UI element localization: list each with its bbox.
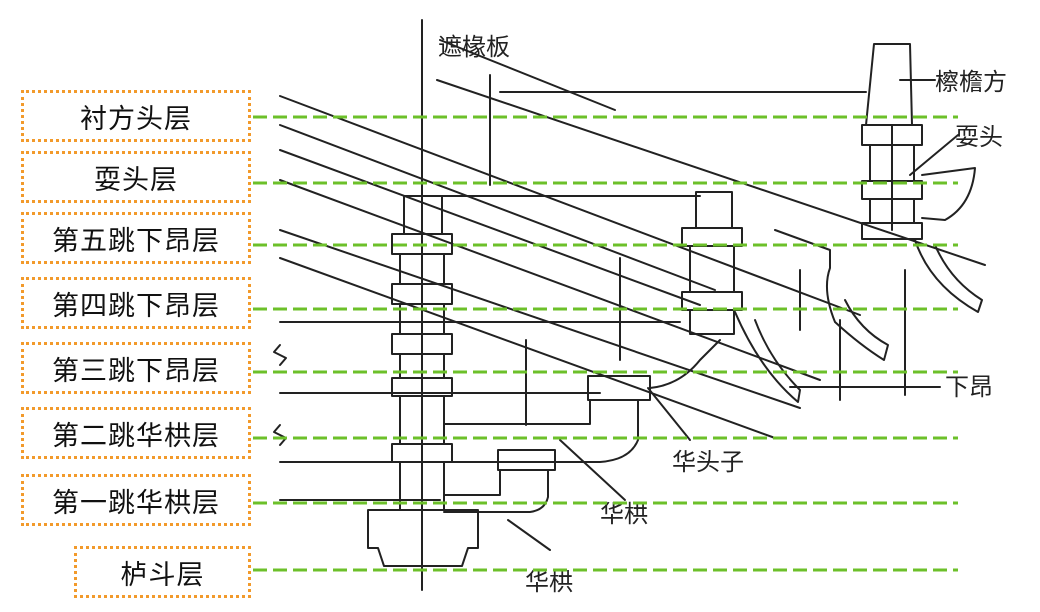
ang-tip-2	[774, 229, 889, 361]
rafter-line-7	[279, 257, 776, 439]
layer-label: 第一跳华栱层	[52, 487, 220, 519]
ludou-shape	[367, 509, 479, 567]
huatouzi-curve	[649, 339, 721, 389]
small-dou-2	[587, 375, 651, 401]
rafter-line-6	[279, 229, 801, 409]
label-huagong-lower: 华栱	[525, 568, 573, 596]
ang-tip-1	[734, 311, 801, 403]
layer-box-chenfangtou: 衬方头层	[21, 90, 251, 142]
label-xiaang: 下昂	[945, 373, 993, 401]
rafter-line-2	[279, 95, 861, 316]
label-huatouzi: 华头子	[672, 448, 744, 476]
huagong-arm-1	[443, 469, 549, 513]
rafter-line-4	[279, 149, 701, 306]
layer-box-ludou: 栌斗层	[74, 546, 251, 598]
layer-box-first-huagong: 第一跳华栱层	[21, 474, 251, 526]
layer-label: 栌斗层	[120, 559, 205, 591]
rafter-line-3	[279, 124, 716, 291]
huagong-arm-2	[443, 399, 639, 463]
mid-block-1	[681, 227, 743, 247]
layer-label: 第五跳下昂层	[52, 225, 220, 257]
outer-ang-tip	[914, 239, 983, 313]
layer-label: 第三跳下昂层	[52, 355, 220, 387]
rafter-line-1	[436, 79, 986, 266]
break-mark-1	[273, 344, 287, 366]
leader-huagong-upper	[559, 439, 626, 501]
small-dou-1	[497, 449, 556, 471]
layer-box-fourth-ang: 第四跳下昂层	[21, 277, 251, 329]
shuatou-shape	[921, 167, 976, 221]
rafter-line-5	[279, 179, 821, 381]
leader-shuatou	[909, 134, 959, 176]
layer-label: 第四跳下昂层	[52, 290, 220, 322]
layer-label: 第二跳华栱层	[52, 420, 220, 452]
rafter-line-8	[439, 39, 616, 111]
label-shuatou: 耍头	[955, 123, 1003, 151]
layer-box-shuatou: 耍头层	[21, 151, 251, 203]
layer-box-fifth-ang: 第五跳下昂层	[21, 212, 251, 264]
break-mark-2	[273, 424, 287, 446]
mid-block-4	[689, 309, 735, 335]
liaoyanfang-block	[865, 43, 913, 126]
layer-box-second-huagong: 第二跳华栱层	[21, 407, 251, 459]
leader-huatouzi	[647, 387, 691, 441]
label-zheyuanban: 遮椽板	[438, 33, 510, 61]
leader-huagong-lower	[507, 519, 551, 551]
label-liaoyanfang: 檫檐方	[935, 68, 1007, 96]
layer-label: 耍头层	[94, 164, 178, 196]
layer-label: 衬方头层	[80, 103, 192, 135]
layer-box-third-ang: 第三跳下昂层	[21, 342, 251, 394]
label-huagong-upper: 华栱	[600, 500, 648, 528]
mid-top-block	[695, 191, 733, 229]
